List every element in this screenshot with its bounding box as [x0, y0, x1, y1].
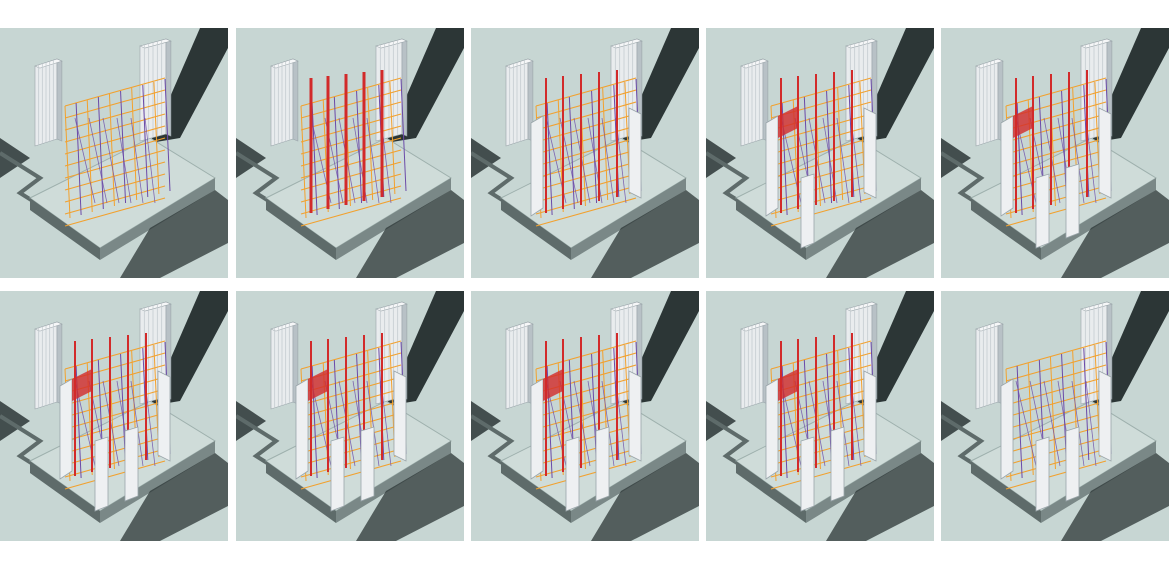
- stage-render: [236, 291, 464, 541]
- wall-panel-south-b: [360, 426, 375, 502]
- stage-render: [706, 291, 934, 541]
- wall-panel-east: [1098, 370, 1112, 462]
- wall-panel-east: [863, 370, 877, 462]
- wall-panel-south-a: [800, 436, 815, 512]
- scaffold-frame: [300, 77, 407, 227]
- wall-panel-west: [765, 115, 779, 217]
- street-step-shadow: [471, 401, 501, 441]
- tower-left: [975, 58, 1004, 147]
- red-columns: [780, 333, 853, 476]
- street-step-shadow: [0, 401, 30, 441]
- wall-panel-east: [157, 370, 171, 462]
- wall-panel-south-a: [1035, 436, 1050, 512]
- wall-panel-south-a: [800, 173, 815, 249]
- wall-panel-south-a: [565, 436, 580, 512]
- wall-panel-west: [295, 378, 309, 480]
- tower-left: [270, 58, 299, 147]
- wall-panel-south-b: [124, 426, 139, 502]
- wall-panel-south-b: [1065, 163, 1080, 239]
- wall-panel-west: [765, 378, 779, 480]
- red-columns: [545, 70, 618, 213]
- stage-render: [941, 28, 1169, 278]
- wall-panel-east: [628, 370, 642, 462]
- red-infill-band: [308, 369, 328, 401]
- stage-render: [0, 291, 228, 541]
- tower-left: [34, 321, 63, 410]
- stage-render: [236, 28, 464, 278]
- wall-panel-south-a: [94, 436, 109, 512]
- wall-panel-west: [530, 378, 544, 480]
- street-step-shadow: [236, 401, 266, 441]
- wall-panel-east: [393, 370, 407, 462]
- stage-panel-7: [236, 291, 464, 541]
- tower-left: [505, 58, 534, 147]
- wall-panel-south-a: [1035, 173, 1050, 249]
- stage-panel-8: [471, 291, 699, 541]
- stage-panel-6: [0, 291, 228, 541]
- stage-panel-5: [941, 28, 1169, 278]
- wall-panel-south-b: [595, 426, 610, 502]
- street-step-shadow: [706, 138, 736, 178]
- scaffold-frame: [1005, 340, 1112, 490]
- street-step-shadow: [706, 401, 736, 441]
- street-step-shadow: [941, 138, 971, 178]
- stage-render: [471, 291, 699, 541]
- scaffold-frame: [64, 77, 171, 227]
- wall-panel-east: [628, 107, 642, 199]
- wall-panel-east: [1098, 107, 1112, 199]
- red-infill-band: [778, 369, 798, 401]
- red-infill-band: [72, 369, 92, 401]
- red-infill-band: [1013, 106, 1033, 138]
- stage-panel-1: [0, 28, 228, 278]
- stage-panel-10: [941, 291, 1169, 541]
- wall-panel-west: [1000, 378, 1014, 480]
- street-step-shadow: [941, 401, 971, 441]
- wall-panel-south-b: [1065, 426, 1080, 502]
- wall-panel-east: [863, 107, 877, 199]
- stage-render: [471, 28, 699, 278]
- stage-render: [0, 28, 228, 278]
- red-columns: [780, 70, 853, 213]
- stage-panel-9: [706, 291, 934, 541]
- wall-panel-south-b: [830, 426, 845, 502]
- street-step-shadow: [0, 138, 30, 178]
- tower-left: [34, 58, 63, 147]
- wall-panel-south-a: [330, 436, 345, 512]
- tower-right: [139, 38, 172, 142]
- stage-render: [706, 28, 934, 278]
- wall-panel-west: [59, 378, 73, 480]
- tower-left: [740, 321, 769, 410]
- tower-left: [740, 58, 769, 147]
- wall-panel-west: [1000, 115, 1014, 217]
- red-columns: [309, 70, 384, 213]
- tower-left: [975, 321, 1004, 410]
- red-infill-band: [778, 106, 798, 138]
- street-step-shadow: [471, 138, 501, 178]
- stage-render: [941, 291, 1169, 541]
- stage-panel-2: [236, 28, 464, 278]
- wall-panel-west: [530, 115, 544, 217]
- street-step-shadow: [236, 138, 266, 178]
- stage-panel-4: [706, 28, 934, 278]
- red-infill-band: [543, 369, 563, 401]
- tower-left: [270, 321, 299, 410]
- stage-panel-3: [471, 28, 699, 278]
- tower-left: [505, 321, 534, 410]
